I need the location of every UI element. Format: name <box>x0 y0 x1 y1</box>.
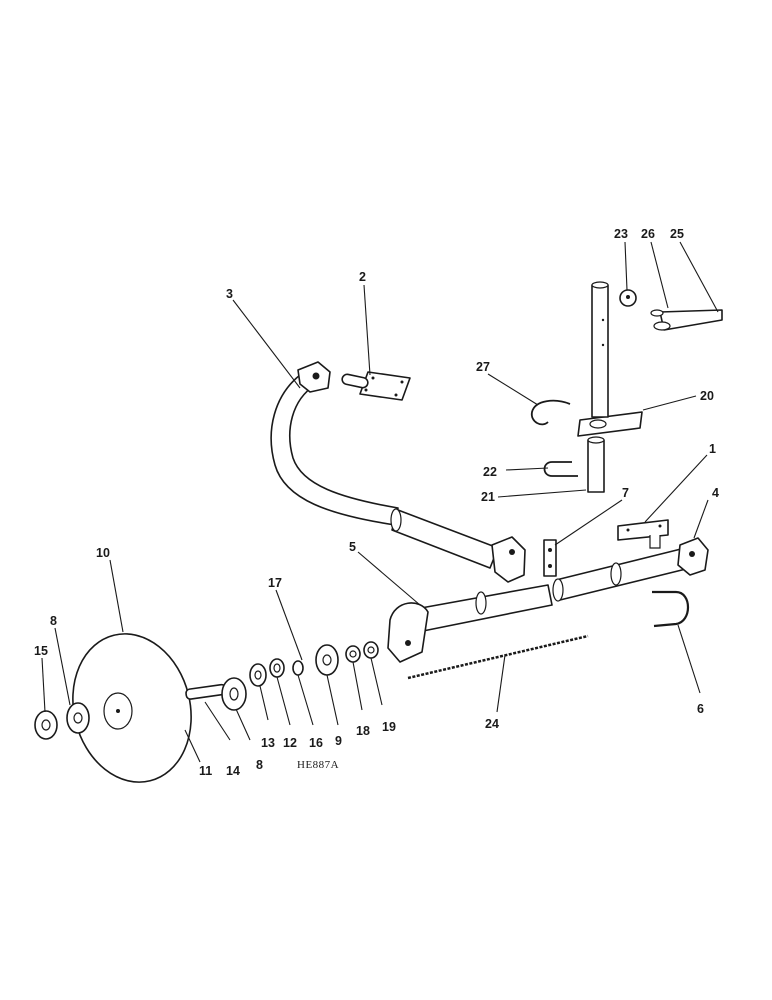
bearing-stack <box>221 641 379 711</box>
callout-15: 15 <box>34 644 48 658</box>
callout-24: 24 <box>485 717 499 731</box>
callout-19: 19 <box>382 720 396 734</box>
callout-23: 23 <box>614 227 628 241</box>
mounting-plate <box>341 371 411 401</box>
callout-27: 27 <box>476 360 490 374</box>
callout-9: 9 <box>335 734 342 748</box>
reference-code: HE887A <box>297 759 339 771</box>
bracket <box>543 539 557 577</box>
callout-labels: 1 2 3 4 5 6 7 8 8 9 10 11 12 13 14 15 16… <box>34 227 719 778</box>
callout-16: 16 <box>309 736 323 750</box>
callout-13: 13 <box>261 736 275 750</box>
bushing <box>619 289 637 307</box>
pin <box>587 436 605 493</box>
callout-3: 3 <box>226 287 233 301</box>
u-bolt <box>652 590 690 628</box>
clamp-plate <box>617 519 669 549</box>
callout-6: 6 <box>697 702 704 716</box>
leader-lines <box>41 241 719 763</box>
callout-4: 4 <box>712 486 719 500</box>
chain <box>407 634 589 680</box>
callout-2: 2 <box>359 270 366 284</box>
callout-10: 10 <box>96 546 110 560</box>
lower-beam <box>387 584 553 663</box>
callout-1: 1 <box>709 442 716 456</box>
callout-7: 7 <box>622 486 629 500</box>
callout-26: 26 <box>641 227 655 241</box>
callout-11: 11 <box>199 764 212 778</box>
link-bar <box>650 309 723 331</box>
spindle <box>185 683 227 700</box>
hub-plates-left <box>34 702 90 740</box>
callout-5: 5 <box>349 540 356 554</box>
standard-assembly <box>577 281 643 437</box>
main-beam <box>390 508 526 583</box>
callout-12: 12 <box>283 736 297 750</box>
callout-25: 25 <box>670 227 684 241</box>
callout-8-left: 8 <box>50 614 57 628</box>
callout-14: 14 <box>226 764 240 778</box>
callout-22: 22 <box>483 465 497 479</box>
callout-17: 17 <box>268 576 282 590</box>
disc-blade <box>72 633 192 783</box>
callout-8-right: 8 <box>256 758 263 772</box>
end-beam <box>552 537 709 602</box>
callout-18: 18 <box>356 724 370 738</box>
callout-20: 20 <box>700 389 714 403</box>
spring-clip <box>530 399 571 426</box>
callout-21: 21 <box>481 490 495 504</box>
u-clip <box>543 461 578 477</box>
